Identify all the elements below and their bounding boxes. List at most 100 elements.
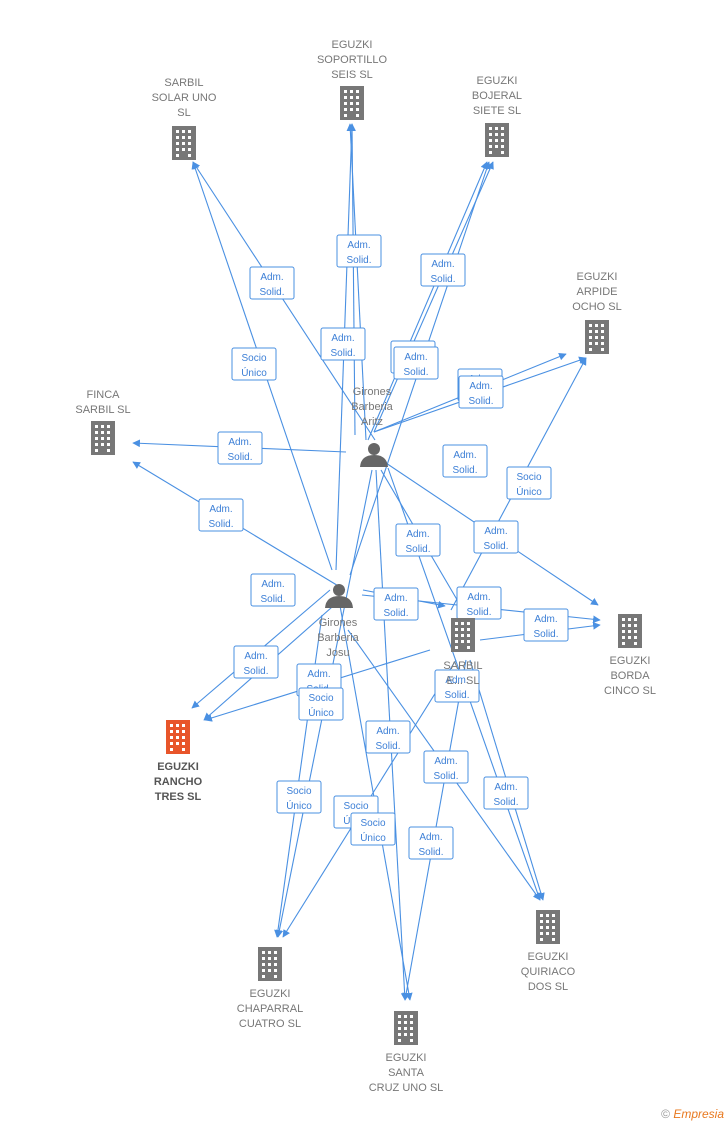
edge-label-text: Solid. (346, 255, 371, 266)
edge-label-text: Solid. (430, 274, 455, 285)
edge-label-text: Adm. (244, 651, 267, 662)
edge-label-text: Único (308, 706, 334, 719)
edge-line (346, 123, 367, 441)
person-icon[interactable] (325, 584, 353, 608)
node-label: TRES SL (155, 791, 202, 803)
edge-label[interactable]: Adm. Solid. (442, 444, 488, 478)
edge-label-text: Adm. (331, 333, 354, 344)
edge-label-text: Adm. (307, 669, 330, 680)
edge-label-text: Adm. (431, 259, 454, 270)
edge-label-text: Adm. (434, 756, 457, 767)
building-icon[interactable] (618, 614, 642, 648)
edge-label[interactable]: Adm. Solid. (320, 327, 366, 361)
edge-label-text: Adm. (347, 240, 370, 251)
node-label: E... SL (446, 675, 479, 687)
edge-label[interactable]: Adm.Solid. (250, 573, 296, 607)
edge-label-text: Socio (286, 786, 311, 797)
edge-label-text: Adm. (384, 593, 407, 604)
edge-label-text: Adm. (534, 614, 557, 625)
edge-label[interactable]: Adm.Solid. (434, 669, 480, 703)
building-icon[interactable] (91, 421, 115, 455)
node-label: EGUZKI (332, 39, 373, 51)
edge-label-text: Solid. (243, 666, 268, 677)
building-icon[interactable] (485, 123, 509, 157)
edge-line (373, 161, 494, 433)
building-icon[interactable] (394, 1011, 418, 1045)
node-label: BORDA (610, 670, 650, 682)
edge-label-text: Solid. (483, 541, 508, 552)
edge-label[interactable]: Adm. Solid. (458, 375, 504, 409)
node-label: QUIRIACO (521, 966, 576, 978)
node-label: CINCO SL (604, 685, 656, 697)
edge-label[interactable]: Adm. Solid. (523, 608, 569, 642)
node-label: Josu (326, 647, 349, 659)
edge-label-text: Solid. (330, 348, 355, 359)
node-label: EGUZKI (610, 655, 651, 667)
edge-label[interactable]: Adm.Solid. (456, 586, 502, 620)
building-icon[interactable] (172, 126, 196, 160)
edge-label[interactable]: Adm.Solid. (198, 498, 244, 532)
edge-label-text: Adm. (469, 381, 492, 392)
edge-label-text: Solid. (466, 607, 491, 618)
edge-label-text: Adm. (494, 782, 517, 793)
building-icon[interactable] (166, 720, 190, 754)
edge-label[interactable]: Adm.Solid. (249, 266, 295, 300)
edge-label-text: Adm. (209, 504, 232, 515)
edge-label-text: Solid. (452, 465, 477, 476)
node-label: SARBIL (164, 77, 203, 89)
edge-label[interactable]: Adm. Solid. (336, 234, 382, 268)
node-label: BOJERAL (472, 90, 522, 102)
edge-label-text: Solid. (493, 797, 518, 808)
node-label: FINCA (87, 389, 121, 401)
node-label: EGUZKI (250, 988, 291, 1000)
node-label: EGUZKI (577, 271, 618, 283)
node-label: SANTA (388, 1067, 425, 1079)
edge-label-text: Socio (360, 818, 385, 829)
building-icon[interactable] (536, 910, 560, 944)
node-label: SL (177, 107, 190, 119)
edge-label-text: Único (360, 831, 386, 844)
edge-label[interactable]: Adm.Solid. (473, 520, 519, 554)
edge-label[interactable]: Adm.Solid. (373, 587, 419, 621)
edge-label-text: Solid. (533, 629, 558, 640)
edge-label-text: Solid. (433, 771, 458, 782)
edge-label-text: Solid. (468, 396, 493, 407)
edge-label-text: Solid. (375, 741, 400, 752)
person-icon[interactable] (360, 443, 388, 467)
node-label: SIETE SL (473, 105, 521, 117)
edge-label[interactable]: Adm. Solid. (395, 523, 441, 557)
node-label: DOS SL (528, 981, 568, 993)
edge-label[interactable]: Adm.Solid. (393, 346, 439, 380)
footer-credit: © Empresia (661, 1107, 724, 1121)
brand-logo[interactable]: Empresia (673, 1107, 724, 1121)
building-icon[interactable] (451, 618, 475, 652)
edge-line (274, 614, 323, 938)
building-icon[interactable] (585, 320, 609, 354)
building-icon[interactable] (258, 947, 282, 981)
edge-label-text: Único (516, 485, 542, 498)
node-label: SEIS SL (331, 69, 373, 81)
edge-label-text: Adm. (445, 675, 468, 686)
node-label: EGUZKI (157, 761, 199, 773)
edge-label-text: Solid. (405, 544, 430, 555)
edge-label[interactable]: Adm.Solid. (217, 431, 263, 465)
edge-label[interactable]: Adm. Solid. (420, 253, 466, 287)
node-label: ARPIDE (577, 286, 618, 298)
edge-label[interactable]: Adm. Solid. (233, 645, 279, 679)
edge-label-text: Adm. (261, 579, 284, 590)
node-label: CRUZ UNO SL (369, 1082, 444, 1094)
edge-label[interactable]: Adm. Solid. (483, 776, 529, 810)
edge-label-text: Adm. (453, 450, 476, 461)
building-icon[interactable] (340, 86, 364, 120)
edge-label[interactable]: Adm.Solid. (408, 826, 454, 860)
edge-label[interactable]: Adm.Solid. (365, 720, 411, 754)
edge-label[interactable]: Adm. Solid. (423, 750, 469, 784)
edge-label-text: Adm. (406, 529, 429, 540)
